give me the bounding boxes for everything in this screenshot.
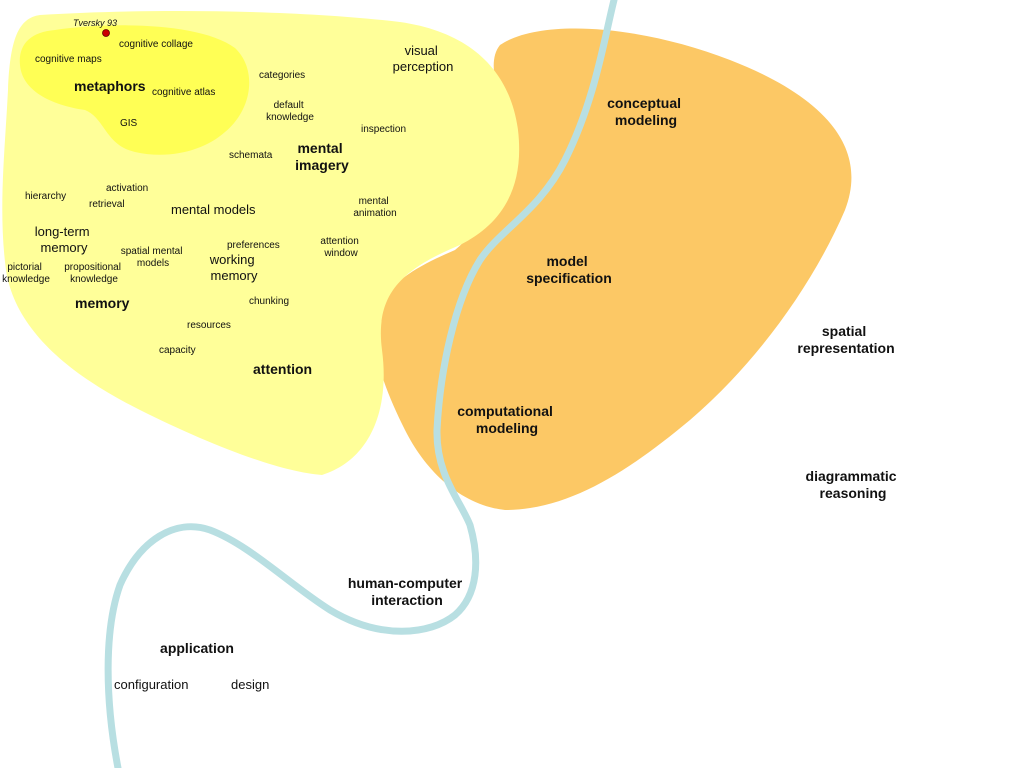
label-pictorial-knowledge-line-2: knowledge: [2, 274, 50, 285]
label-hierarchy: hierarchy: [25, 191, 66, 202]
label-spatial-representation-line-2: representation: [797, 340, 894, 356]
label-capacity: capacity: [159, 345, 196, 356]
label-propositional-knowledge: propositional knowledge: [64, 262, 124, 285]
label-schemata: schemata: [229, 150, 273, 161]
label-gis: GIS: [120, 118, 138, 129]
label-mental-imagery: mental imagery: [295, 140, 349, 173]
label-configuration: configuration: [114, 677, 188, 692]
tversky-marker-dot: [102, 29, 110, 37]
label-computational-modeling-line-1: computational: [457, 403, 553, 419]
label-memory: memory: [75, 295, 130, 311]
label-working-memory-line-2: memory: [211, 268, 258, 283]
label-model-specification: model specification: [526, 253, 612, 286]
label-pictorial-knowledge: pictorial knowledge: [2, 262, 50, 285]
label-metaphors: metaphors: [74, 78, 146, 94]
label-cognitive-maps: cognitive maps: [35, 54, 102, 65]
label-long-term-memory: long-term memory: [35, 224, 94, 255]
label-diagrammatic-reasoning: diagrammatic reasoning: [806, 468, 901, 501]
label-spatial-representation-line-1: spatial: [822, 323, 866, 339]
metaphor-region: [19, 25, 250, 155]
label-visual-perception-line-1: visual: [405, 43, 438, 58]
label-model-specification-line-1: model: [546, 253, 587, 269]
label-mental-imagery-line-2: imagery: [295, 157, 349, 173]
label-cognitive-atlas: cognitive atlas: [152, 87, 215, 98]
label-activation: activation: [106, 183, 148, 194]
label-attention: attention: [253, 361, 312, 377]
label-resources: resources: [187, 320, 231, 331]
label-human-computer-interaction-line-2: interaction: [371, 592, 443, 608]
label-inspection: inspection: [361, 124, 406, 135]
label-application: application: [160, 640, 234, 656]
label-design: design: [231, 677, 269, 692]
label-diagrammatic-reasoning-line-2: reasoning: [820, 485, 887, 501]
label-spatial-mental-models: spatial mental models: [121, 246, 185, 269]
label-attention-window-line-1: attention: [320, 236, 358, 247]
label-mental-imagery-line-1: mental: [297, 140, 342, 156]
label-working-memory-line-1: working: [209, 252, 255, 267]
label-preferences: preferences: [227, 240, 280, 251]
label-mental-animation-line-2: animation: [353, 208, 396, 219]
label-pictorial-knowledge-line-1: pictorial: [7, 262, 41, 273]
label-spatial-mental-models-line-2: models: [137, 258, 169, 269]
label-propositional-knowledge-line-2: knowledge: [70, 274, 118, 285]
label-spatial-representation: spatial representation: [797, 323, 894, 356]
label-cognitive-collage: cognitive collage: [119, 39, 193, 50]
label-visual-perception-line-2: perception: [393, 59, 454, 74]
label-chunking: chunking: [249, 296, 289, 307]
label-visual-perception: visual perception: [393, 43, 454, 74]
label-attention-window: attention window: [320, 236, 361, 259]
label-mental-models: mental models: [171, 202, 256, 217]
label-human-computer-interaction-line-1: human-computer: [348, 575, 463, 591]
label-spatial-mental-models-line-1: spatial mental: [121, 246, 183, 257]
label-mental-animation-line-1: mental: [359, 196, 389, 207]
label-conceptual-modeling-line-1: conceptual: [607, 95, 681, 111]
label-conceptual-modeling-line-2: modeling: [615, 112, 677, 128]
label-default-knowledge: default knowledge: [266, 100, 314, 123]
label-computational-modeling-line-2: modeling: [476, 420, 538, 436]
label-mental-animation: mental animation: [353, 196, 396, 219]
label-model-specification-line-2: specification: [526, 270, 612, 286]
label-attention-window-line-2: window: [323, 248, 358, 259]
label-tversky: Tversky 93: [73, 18, 117, 28]
label-default-knowledge-line-1: default: [274, 100, 304, 111]
river-line: [104, 0, 618, 768]
label-default-knowledge-line-2: knowledge: [266, 112, 314, 123]
label-conceptual-modeling: conceptual modeling: [607, 95, 685, 128]
label-propositional-knowledge-line-1: propositional: [64, 262, 121, 273]
label-categories: categories: [259, 70, 305, 81]
label-human-computer-interaction: human-computer interaction: [348, 575, 466, 608]
modeling-region: [374, 28, 852, 511]
label-diagrammatic-reasoning-line-1: diagrammatic: [806, 468, 897, 484]
label-computational-modeling: computational modeling: [457, 403, 557, 436]
label-long-term-memory-line-2: memory: [41, 240, 88, 255]
label-long-term-memory-line-1: long-term: [35, 224, 90, 239]
label-working-memory: working memory: [209, 252, 258, 283]
label-retrieval: retrieval: [89, 199, 125, 210]
